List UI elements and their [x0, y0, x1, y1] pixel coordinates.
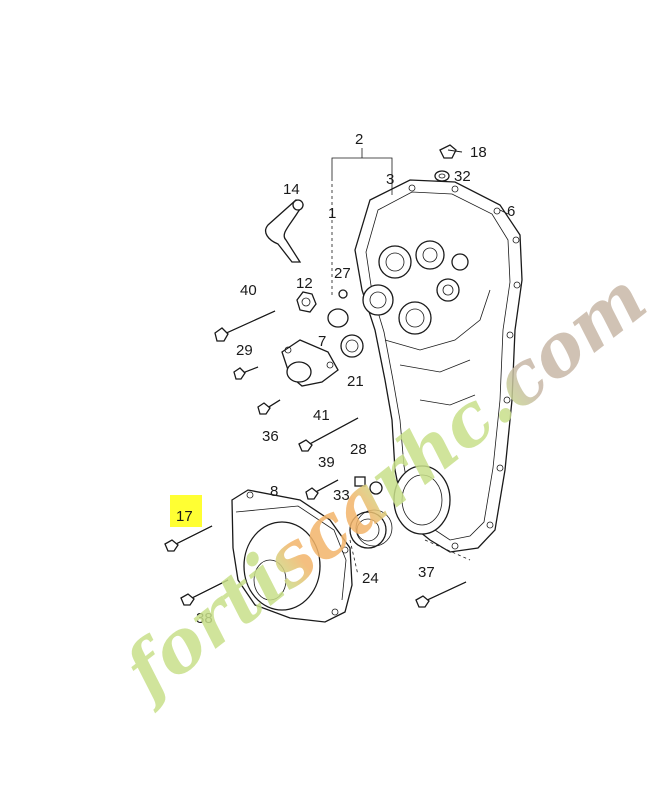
- callout-7: 7: [318, 333, 326, 350]
- callout-33: 33: [333, 487, 350, 504]
- callout-40: 40: [240, 282, 257, 299]
- callout-21: 21: [347, 373, 364, 390]
- callout-6: 6: [507, 203, 515, 220]
- breather-hose: [264, 199, 304, 263]
- bolt-18: [434, 144, 463, 182]
- leader-lines: [331, 148, 509, 576]
- callout-36: 36: [262, 428, 279, 445]
- clutch-cover: [231, 489, 353, 623]
- callout-29: 29: [236, 342, 253, 359]
- bolt-28: [354, 476, 383, 495]
- callout-1: 1: [328, 205, 336, 222]
- callout-24: 24: [362, 570, 379, 587]
- callout-37: 37: [418, 564, 435, 581]
- housing: [281, 339, 339, 387]
- callout-38: 38: [196, 610, 213, 627]
- callout-41: 41: [313, 407, 330, 424]
- crankcase-cover: [354, 179, 523, 553]
- callout-3: 3: [386, 171, 394, 188]
- callout-12: 12: [296, 275, 313, 292]
- sensor: [296, 291, 317, 313]
- oring: [338, 289, 348, 299]
- oil-seal: [340, 334, 364, 358]
- callout-17: 17: [176, 508, 193, 525]
- callout-8: 8: [270, 483, 278, 500]
- callout-18: 18: [470, 144, 487, 161]
- callout-highlight: [170, 495, 202, 527]
- callout-14: 14: [283, 181, 300, 198]
- callout-28: 28: [350, 441, 367, 458]
- callout-39: 39: [318, 454, 335, 471]
- callout-2: 2: [355, 131, 363, 148]
- seal-small: [327, 308, 349, 328]
- callout-32: 32: [454, 168, 471, 185]
- bearing-seal: [349, 509, 393, 549]
- bolts: [164, 310, 467, 608]
- callout-27: 27: [334, 265, 351, 282]
- callouts: 2 1 3 18 32 6 14 27 12 40 7 29 21 36 41 …: [176, 131, 515, 627]
